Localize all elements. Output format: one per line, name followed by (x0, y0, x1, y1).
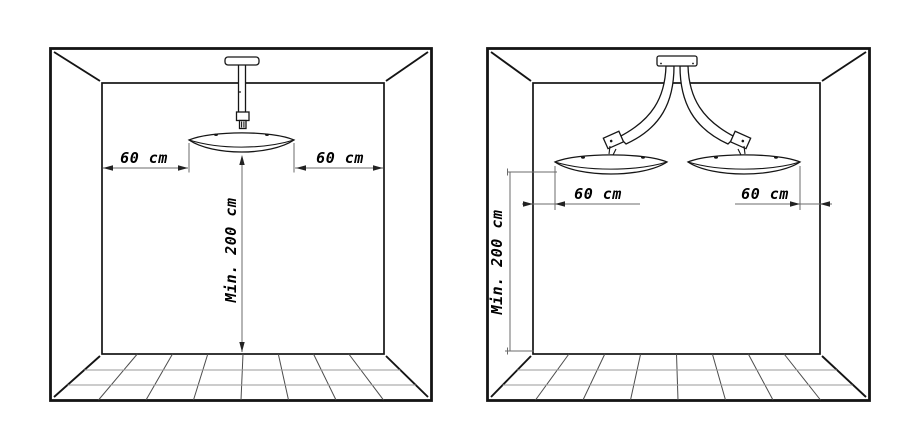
left-clearance-label: 60 cm (120, 149, 168, 167)
height-clearance-dimension: Min. 200 cm (222, 155, 245, 352)
left-tilt-joint (602, 130, 625, 150)
ceiling-plate (224, 56, 260, 66)
ceiling-plate (656, 55, 698, 67)
left-clearance-dimension: 60 cm (522, 166, 640, 210)
left-arm (617, 65, 675, 145)
room-outline (486, 47, 871, 402)
right-tilt-joint (729, 130, 752, 150)
right-clearance-label: 60 cm (316, 149, 364, 167)
floor-tiles (502, 353, 853, 401)
tilt-joint (235, 111, 250, 122)
right-arm (679, 65, 737, 145)
height-clearance-label: Min. 200 cm (488, 210, 506, 316)
right-clearance-label: 60 cm (741, 185, 789, 203)
left-clearance-dimension: 60 cm (103, 143, 190, 173)
single-heater-diagram: 60 cm 60 cm Min. 200 cm (49, 47, 433, 402)
left-clearance-label: 60 cm (574, 185, 622, 203)
height-clearance-label: Min. 200 cm (222, 198, 240, 304)
dual-heater-fixture (553, 55, 802, 175)
floor-tiles (67, 353, 416, 401)
right-heater-dish (686, 154, 802, 175)
single-heater-fixture (187, 56, 296, 153)
dual-heater-diagram: 60 cm 60 cm Min. 200 cm (486, 47, 871, 402)
heater-dish (187, 132, 296, 153)
right-clearance-dimension: 60 cm (293, 143, 383, 173)
left-heater-dish (553, 154, 669, 175)
right-clearance-dimension: 60 cm (735, 166, 832, 210)
height-clearance-dimension: Min. 200 cm (488, 168, 557, 355)
mount-pole (237, 63, 247, 114)
